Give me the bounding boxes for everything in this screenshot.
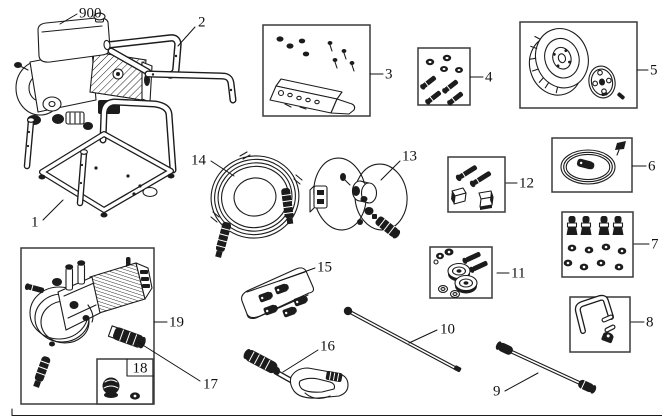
callout-label-900: 900 [79, 5, 102, 21]
callout-pump-assembly: 19 [153, 314, 184, 330]
page-rule [11, 408, 662, 417]
callout-o-ring-kit: 6 [631, 158, 656, 174]
o-ring-kit-illustration [551, 137, 633, 193]
callout-label-2: 2 [198, 14, 206, 30]
lower-wand-illustration [495, 341, 597, 394]
hose-end-icon [281, 187, 294, 225]
callout-shield-kit: 3 [369, 66, 393, 82]
callout-label-14: 14 [191, 152, 207, 168]
handle-illustration [103, 34, 237, 104]
hose-reel-illustration [309, 157, 408, 239]
callout-label-9: 9 [493, 383, 501, 399]
callout-frame: 1 [31, 199, 64, 230]
callout-clamp-kit: 12 [505, 175, 534, 191]
callout-lower-wand: 9 [493, 372, 539, 399]
callout-reel-hardware-kit: 11 [496, 265, 525, 281]
engine-illustration [14, 12, 153, 130]
high-pressure-hose-illustration [210, 151, 303, 258]
callout-handle: 2 [177, 14, 206, 47]
callout-label-15: 15 [317, 259, 332, 275]
callout-label-1: 1 [31, 214, 39, 230]
callout-label-10: 10 [440, 321, 455, 337]
callout-label-12: 12 [519, 175, 534, 191]
callout-label-4: 4 [485, 69, 493, 85]
callout-nozzle-kit: 7 [633, 236, 659, 252]
callout-upper-wand: 10 [408, 321, 455, 344]
callout-hose-reel: 13 [380, 148, 417, 181]
callout-bolt-kit: 4 [469, 69, 493, 85]
callouts: 900 2 1 3 4 5 6 7 [31, 5, 659, 399]
callout-engine: 900 [59, 5, 102, 25]
callout-nozzle-holder: 15 [278, 259, 332, 282]
wheel-kit-illustration [519, 21, 638, 109]
screw-icon [327, 41, 355, 72]
callout-pump-fitting: 17 [137, 341, 219, 392]
callout-label-13: 13 [402, 148, 417, 164]
nozzle-kit-illustration [561, 211, 634, 278]
hose-end-icon [215, 221, 232, 258]
callout-label-18: 18 [133, 360, 148, 376]
callout-wheel-kit: 5 [636, 62, 658, 78]
spray-nozzle-icon [566, 216, 624, 235]
shield-kit-illustration [262, 24, 371, 117]
callout-label-11: 11 [511, 265, 525, 281]
hose-end-icon [33, 356, 51, 388]
hook-kit-illustration [569, 294, 631, 353]
upper-wand-illustration [343, 306, 462, 373]
callout-label-8: 8 [646, 314, 654, 330]
spray-gun-illustration [243, 349, 349, 399]
callout-label-16: 16 [320, 338, 336, 354]
reel-hardware-kit-illustration [429, 246, 493, 299]
callout-label-19: 19 [169, 314, 184, 330]
callout-hook-kit: 8 [630, 314, 654, 330]
frame-illustration [23, 98, 177, 218]
clamp-kit-illustration [447, 156, 506, 213]
callout-label-5: 5 [650, 62, 658, 78]
bolt-kit-illustration [417, 47, 471, 106]
callout-label-3: 3 [385, 66, 393, 82]
callout-label-17: 17 [203, 376, 219, 392]
callout-label-6: 6 [648, 158, 656, 174]
nozzle-holder-illustration [241, 267, 315, 320]
callout-label-7: 7 [651, 236, 659, 252]
hubcap-icon [588, 65, 616, 99]
pump-assembly-illustration [20, 247, 155, 405]
callout-hose: 14 [191, 152, 235, 177]
callout-spray-gun: 16 [282, 338, 336, 373]
